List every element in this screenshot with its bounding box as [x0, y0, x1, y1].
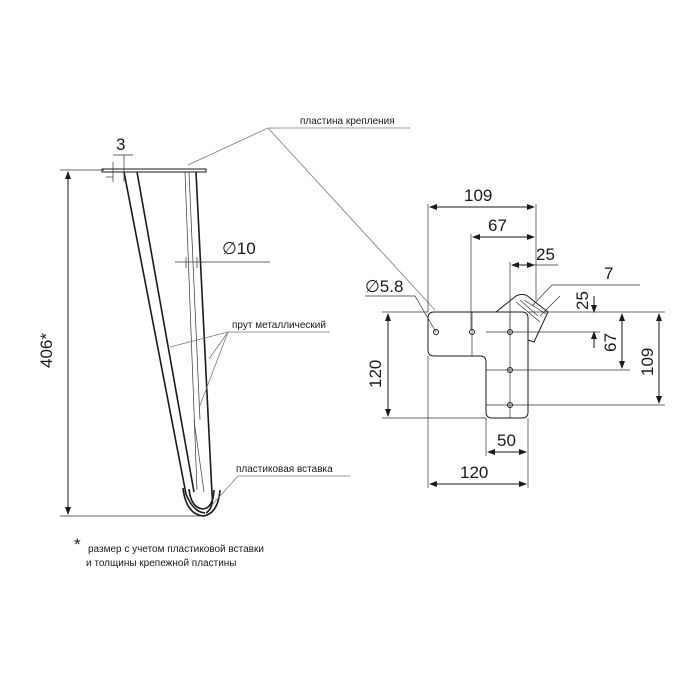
leg-height-label: 406*	[37, 333, 56, 368]
label-metal-rod: прут металлический	[232, 320, 326, 331]
dim-right: 25 67 109	[528, 291, 665, 406]
weld-7-label: 7	[604, 264, 613, 283]
dim-plate-thickness: 3	[106, 135, 133, 182]
footnote-line-2: и толщины крепежной пластины	[86, 558, 237, 569]
hole-diameter-label: ∅5.8	[365, 277, 403, 296]
footnote-star: *	[74, 535, 81, 554]
metal-rods	[123, 171, 214, 514]
leader-lines	[169, 127, 436, 506]
top-width-67-label: 67	[488, 216, 507, 235]
dim-bottom: 50 120	[427, 356, 529, 488]
top-width-109-label: 109	[464, 186, 492, 205]
left-height-120-label: 120	[366, 360, 385, 388]
bottom-width-120-label: 120	[460, 463, 488, 482]
right-67-label: 67	[601, 333, 620, 352]
label-mounting-plate: пластина крепления	[300, 116, 395, 127]
rod-stubs	[495, 293, 549, 343]
plastic-insert	[182, 487, 221, 517]
hairpin-leg-view: 3 406* ∅10 пластина крепления прут метал…	[37, 116, 436, 517]
hole	[433, 329, 439, 335]
right-109-label: 109	[638, 348, 657, 376]
mounting-plate-side	[101, 168, 207, 173]
dim-leg-height: 406*	[37, 169, 200, 517]
plate-thickness-label: 3	[116, 135, 125, 154]
right-25-label: 25	[573, 291, 592, 310]
bottom-width-50-label: 50	[497, 431, 516, 450]
label-plastic-insert: пластиковая вставка	[236, 464, 333, 475]
footnote-line-1: размер с учетом пластиковой вставки	[88, 544, 264, 555]
dim-weld: 7	[531, 264, 640, 317]
dim-left: 120	[366, 311, 486, 419]
mounting-plate-outline	[427, 311, 529, 419]
dim-top: 109 67 25	[427, 186, 558, 330]
top-width-25-label: 25	[536, 245, 555, 264]
rod-diameter-label: ∅10	[222, 239, 256, 258]
plate-top-view: ∅5.8 109 67 25 7	[365, 186, 665, 488]
footnote: * размер с учетом пластиковой вставки и …	[74, 535, 264, 569]
mounting-holes	[433, 329, 513, 408]
